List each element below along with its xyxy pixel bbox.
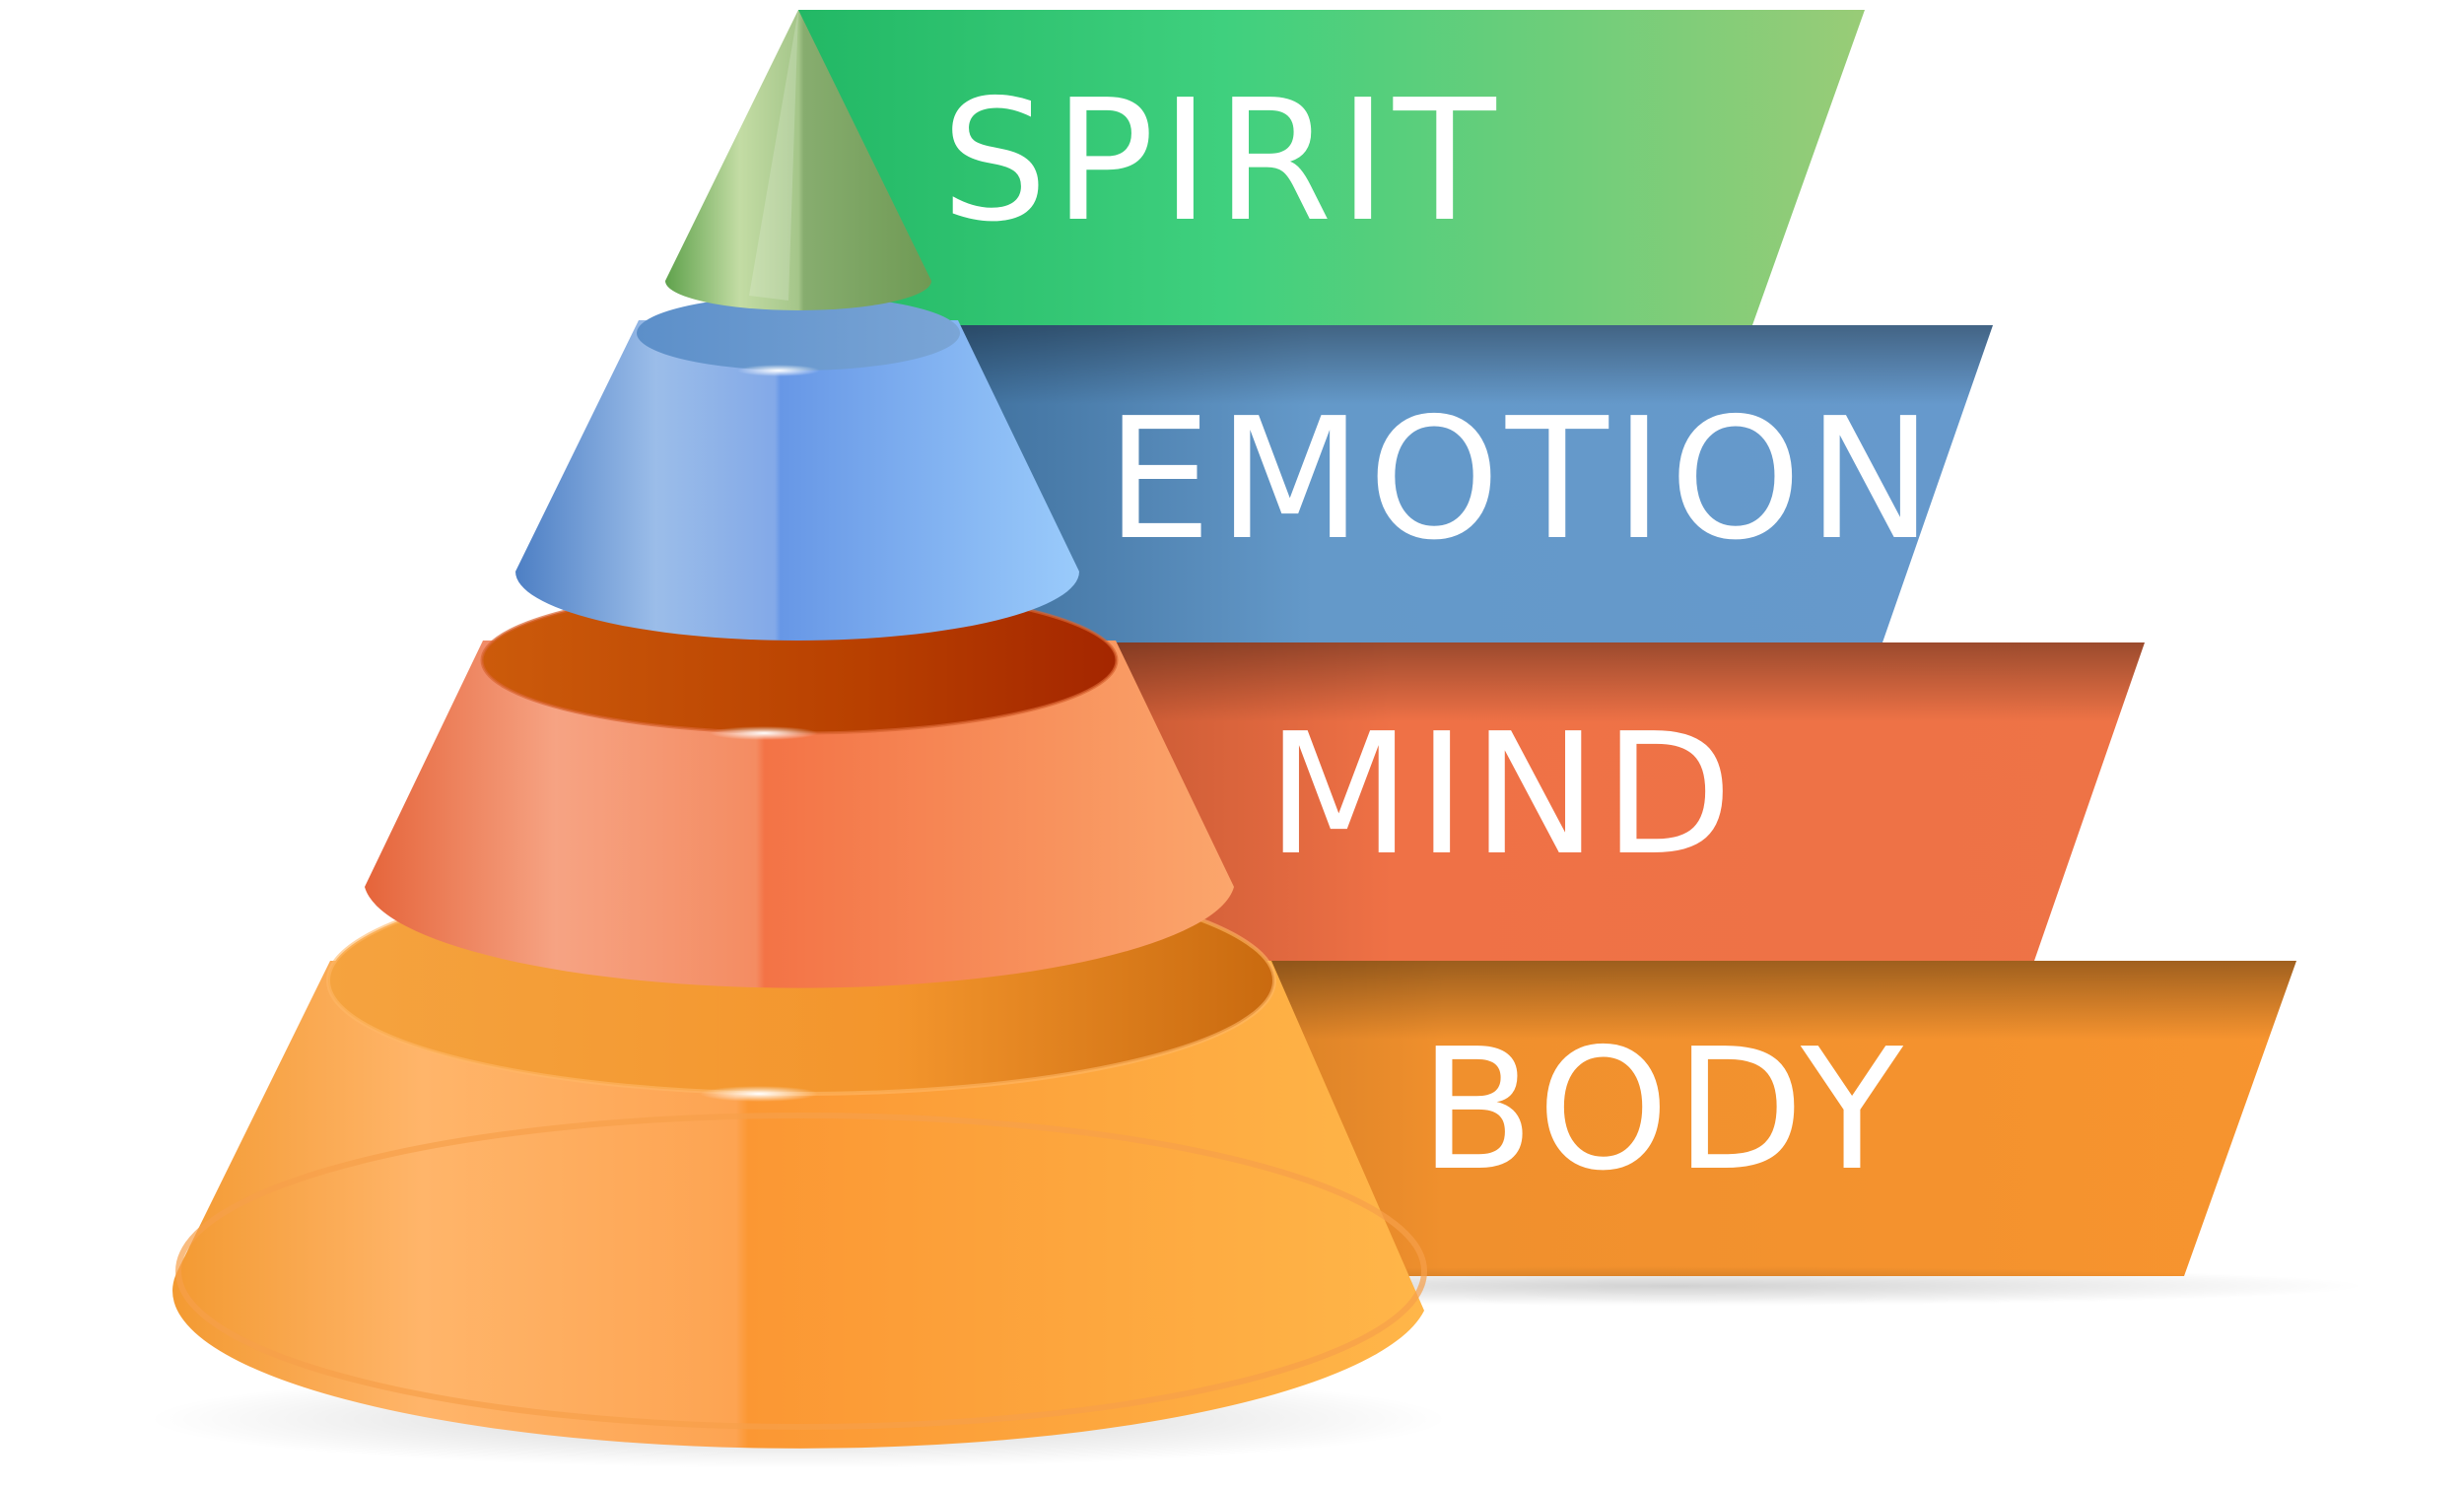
cone-tier-spirit	[665, 10, 931, 310]
banner-emotion	[946, 325, 1993, 642]
banner-spirit	[798, 10, 1865, 325]
banner-mind	[986, 642, 2145, 961]
cone-tier-mind	[365, 585, 1234, 988]
label-mind: MIND	[1266, 698, 1739, 893]
label-body: BODY	[1419, 1013, 1909, 1208]
label-emotion: EMOTION	[1106, 382, 1939, 577]
cone-tier-emotion	[515, 296, 1079, 641]
label-spirit: SPIRIT	[941, 64, 1502, 259]
